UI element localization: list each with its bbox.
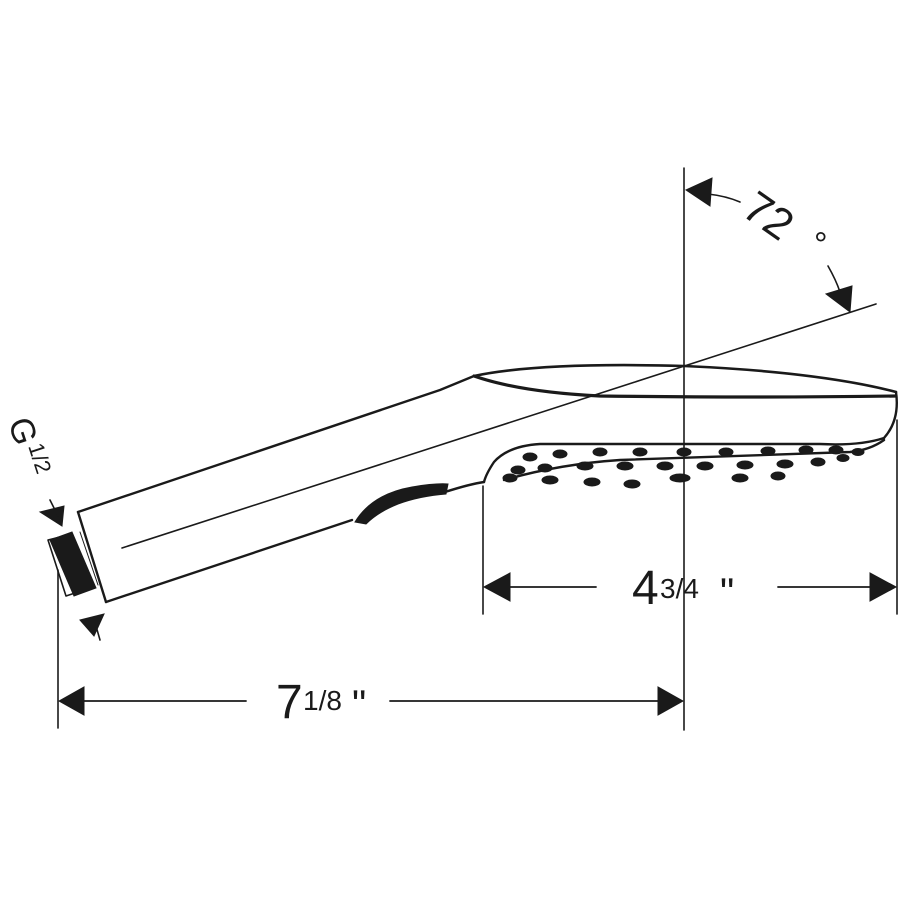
threaded-connector [47, 531, 99, 597]
thread-dimension: G 1/2 [0, 413, 105, 641]
spray-nozzles [502, 445, 865, 489]
head-length-fraction: 3/4 [660, 573, 699, 604]
thread-fraction: 1/2 [23, 440, 56, 477]
angle-unit: ° [814, 226, 828, 264]
handle-axis-line [121, 303, 877, 549]
overall-length-dimension: 7 1/8 " [57, 569, 685, 729]
mode-button [354, 483, 449, 525]
shower-head [472, 363, 898, 484]
angle-label: 72 [734, 182, 802, 250]
overall-length-unit: " [352, 683, 366, 727]
head-length-unit: " [720, 571, 734, 615]
head-length-dimension: 4 3/4 " [482, 419, 898, 615]
overall-length-main: 7 [276, 676, 303, 729]
overall-length-fraction: 1/8 [303, 685, 342, 716]
angle-dimension: 72 ° [684, 177, 853, 313]
handle-body [76, 374, 486, 604]
head-length-main: 4 [632, 562, 659, 615]
